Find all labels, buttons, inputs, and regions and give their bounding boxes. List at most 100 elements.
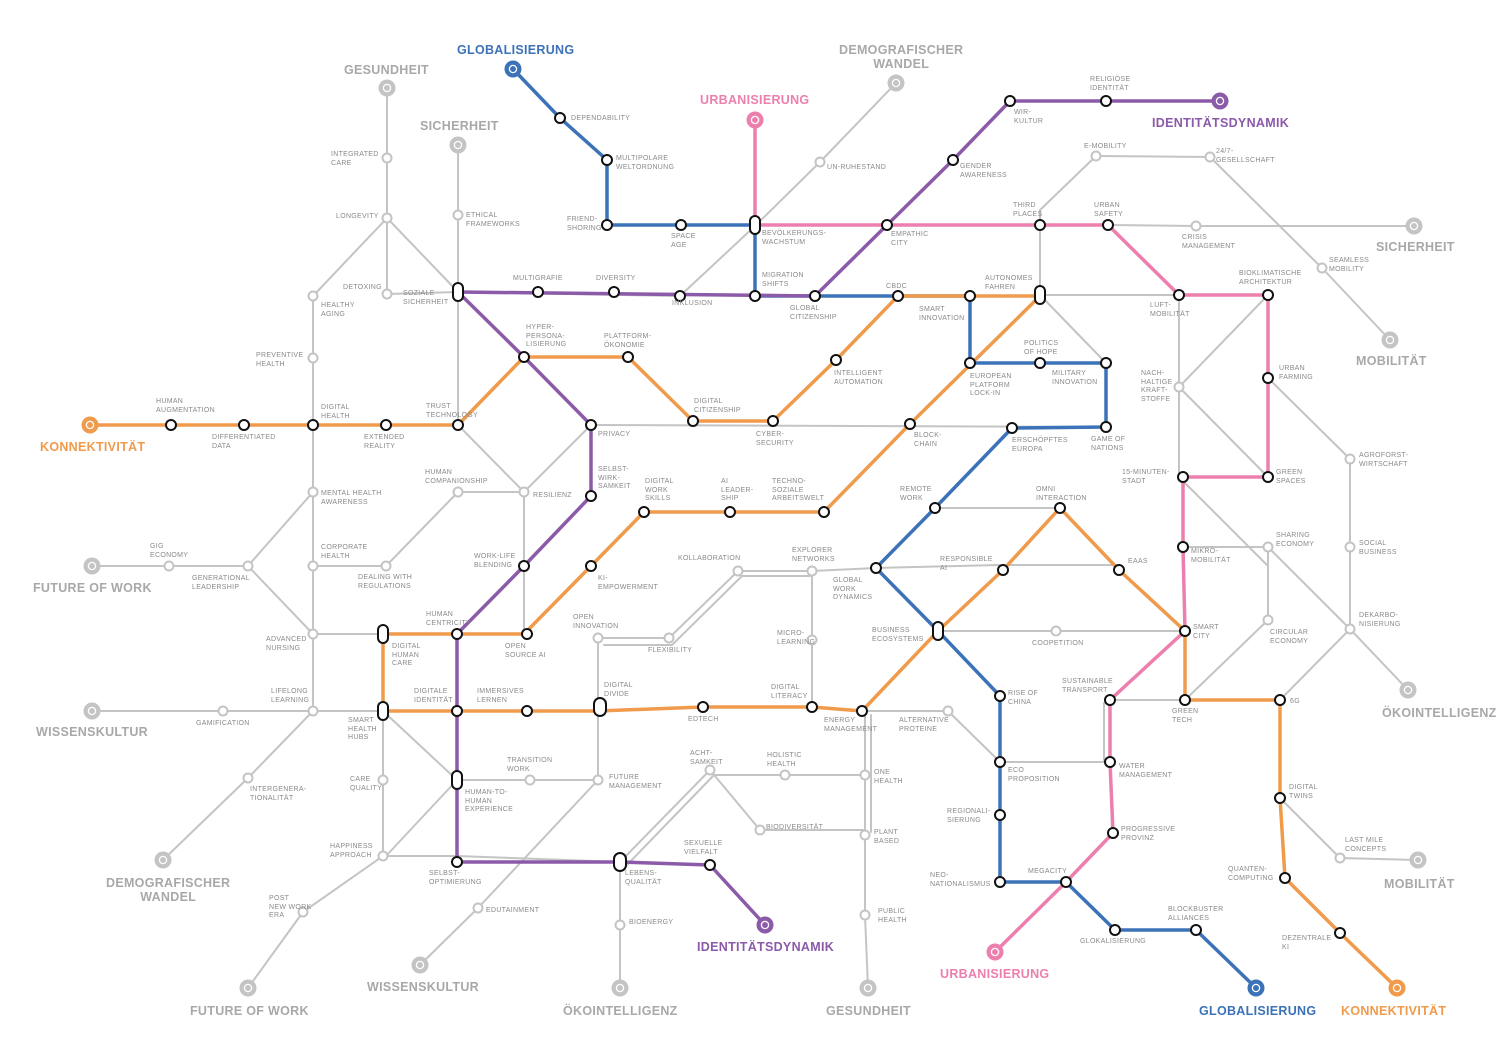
station-node-multigrafie[interactable]	[532, 286, 544, 298]
station-node-technosoz[interactable]	[818, 506, 830, 518]
station-node-unruhestand[interactable]	[814, 156, 826, 168]
station-node-postnewwork[interactable]	[297, 906, 309, 918]
station-node-multipolar[interactable]	[601, 154, 613, 166]
station-node-dekarbo[interactable]	[1344, 623, 1356, 635]
station-node-watermgmt[interactable]	[1104, 756, 1116, 768]
station-node-mikromob[interactable]	[1177, 541, 1189, 553]
station-node-kiempower[interactable]	[585, 560, 597, 572]
station-node-bizeco[interactable]	[932, 621, 944, 641]
station-node-dependability[interactable]	[554, 112, 566, 124]
station-node-sixg[interactable]	[1274, 694, 1286, 706]
station-node-intelligent[interactable]	[830, 354, 842, 366]
station-node-gender[interactable]	[947, 154, 959, 166]
station-node-sexuelle[interactable]	[704, 859, 716, 871]
station-node-explorer[interactable]	[806, 565, 818, 577]
station-node-dezentral[interactable]	[1334, 927, 1346, 939]
station-node-resilienz[interactable]	[518, 486, 530, 498]
station-node-globalcitizen[interactable]	[809, 290, 821, 302]
station-node-eaas[interactable]	[1113, 564, 1125, 576]
station-node-bioenergy[interactable]	[614, 919, 626, 931]
station-node-microlearn[interactable]	[806, 634, 818, 646]
station-node-human2human[interactable]	[451, 770, 463, 790]
station-node-friendshoring[interactable]	[601, 219, 613, 231]
station-node-politics[interactable]	[1034, 357, 1046, 369]
station-node-selbstopt[interactable]	[451, 856, 463, 868]
station-node-ecoprop[interactable]	[994, 756, 1006, 768]
station-node-longevity[interactable]	[381, 212, 393, 224]
station-node-extreality[interactable]	[380, 419, 392, 431]
station-node-privacy[interactable]	[585, 419, 597, 431]
station-node-agroforst[interactable]	[1344, 453, 1356, 465]
station-node-energymgmt[interactable]	[856, 705, 868, 717]
station-node-holistic[interactable]	[779, 769, 791, 781]
station-node-openinno[interactable]	[592, 632, 604, 644]
station-node-remotework[interactable]	[929, 502, 941, 514]
station-node-responsibleai[interactable]	[997, 564, 1009, 576]
station-node-healthyaging[interactable]	[307, 290, 319, 302]
station-node-flexibility[interactable]	[663, 632, 675, 644]
station-node-urbansafety[interactable]	[1102, 219, 1114, 231]
station-node-publichealth[interactable]	[859, 909, 871, 921]
station-node-greenspaces[interactable]	[1262, 471, 1274, 483]
station-node-bevoelkerung[interactable]	[749, 215, 761, 235]
station-node-urbanfarming[interactable]	[1262, 372, 1274, 384]
station-node-plattform[interactable]	[622, 351, 634, 363]
station-node-coopetition[interactable]	[1050, 625, 1062, 637]
station-node-autonomes[interactable]	[1034, 285, 1046, 305]
station-node-european[interactable]	[964, 357, 976, 369]
station-node-preventive[interactable]	[307, 352, 319, 364]
station-node-sustainable[interactable]	[1104, 694, 1116, 706]
station-node-glokal[interactable]	[1109, 924, 1121, 936]
station-node-sharing[interactable]	[1262, 541, 1274, 553]
station-node-gamification[interactable]	[217, 705, 229, 717]
station-node-immersives[interactable]	[521, 705, 533, 717]
station-node-integrated[interactable]	[381, 152, 393, 164]
station-node-blockchain[interactable]	[904, 418, 916, 430]
station-node-biodiv[interactable]	[754, 824, 766, 836]
station-node-gig[interactable]	[163, 560, 175, 572]
station-node-cybersec[interactable]	[767, 415, 779, 427]
station-node-selbstwirk[interactable]	[585, 490, 597, 502]
station-node-altprotein[interactable]	[942, 705, 954, 717]
station-node-lifelong[interactable]	[307, 705, 319, 717]
station-node-happiness[interactable]	[377, 850, 389, 862]
station-node-humanaug[interactable]	[165, 419, 177, 431]
station-node-hyper[interactable]	[518, 351, 530, 363]
station-node-intergen[interactable]	[242, 772, 254, 784]
station-node-opensourceai[interactable]	[521, 628, 533, 640]
station-node-digdivide[interactable]	[593, 697, 607, 717]
station-node-humancentric[interactable]	[451, 628, 463, 640]
station-node-digidentitaet[interactable]	[451, 705, 463, 717]
station-node-edutainment[interactable]	[472, 902, 484, 914]
station-node-progressive[interactable]	[1107, 827, 1119, 839]
station-node-thirdplaces[interactable]	[1034, 219, 1046, 231]
station-node-diffdata[interactable]	[238, 419, 250, 431]
station-node-humancomp[interactable]	[452, 486, 464, 498]
station-node-dealing[interactable]	[380, 560, 392, 572]
station-node-religioese[interactable]	[1100, 95, 1112, 107]
station-node-digliteracy[interactable]	[806, 701, 818, 713]
station-node-detoxing[interactable]	[381, 288, 393, 300]
station-node-ethical[interactable]	[452, 209, 464, 221]
station-node-socialbiz[interactable]	[1344, 541, 1356, 553]
station-node-erschoepftes[interactable]	[1006, 422, 1018, 434]
station-node-neonational[interactable]	[994, 876, 1006, 888]
station-node-generational[interactable]	[242, 560, 254, 572]
station-node-advnursing[interactable]	[307, 628, 319, 640]
station-node-smartcity[interactable]	[1179, 625, 1191, 637]
station-node-transition[interactable]	[524, 774, 536, 786]
station-node-aileader[interactable]	[724, 506, 736, 518]
station-node-cbdc[interactable]	[892, 290, 904, 302]
station-node-crisis[interactable]	[1190, 220, 1202, 232]
station-node-corphealth[interactable]	[307, 560, 319, 572]
station-node-megacity[interactable]	[1060, 876, 1072, 888]
station-node-quanten[interactable]	[1279, 872, 1291, 884]
station-node-riseofchina[interactable]	[994, 690, 1006, 702]
station-node-edtech[interactable]	[697, 701, 709, 713]
station-node-digworkskills[interactable]	[638, 506, 650, 518]
station-node-smarthealthhubs[interactable]	[377, 701, 389, 721]
station-node-dighealth[interactable]	[307, 419, 319, 431]
station-node-luftmob[interactable]	[1173, 289, 1185, 301]
station-node-circular[interactable]	[1262, 614, 1274, 626]
station-node-trust[interactable]	[452, 419, 464, 431]
